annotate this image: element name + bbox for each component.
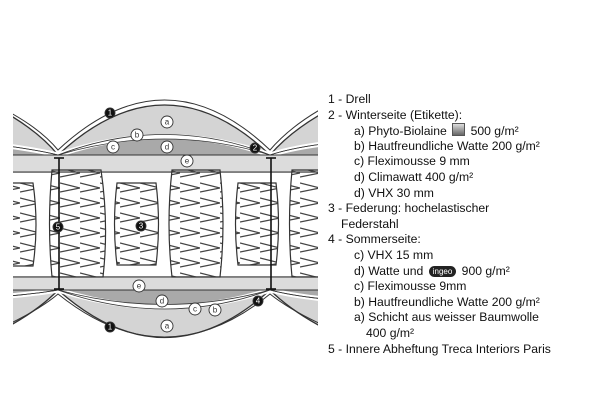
legend-text: 3 - Federung: hochelastischer: [328, 201, 490, 216]
legend-text: 2 - Winterseite (Etikette):: [328, 107, 463, 122]
spring-pocket: [48, 169, 107, 278]
marker-label: 2: [253, 144, 258, 153]
marker-label: 4: [256, 297, 261, 306]
legend-item: a) Phyto-Biolaine 500 g/m²: [328, 123, 551, 139]
sublayer-marker-e: e: [132, 279, 146, 293]
legend-text: d) Watte und: [354, 263, 427, 278]
layer-marker-4: 4: [252, 295, 264, 307]
legend-text: b) Hautfreundliche Watte 200 g/m²: [354, 138, 540, 153]
spring-pocket: [168, 169, 224, 278]
sublayer-marker-a: a: [160, 115, 174, 129]
legend-text: a) Schicht aus weisser Baumwolle: [354, 310, 539, 325]
marker-label: a: [165, 322, 170, 331]
diagram-markers: 1 2 3 4 5 1 a b c d e e d c b a: [52, 107, 264, 333]
layer-marker-1: 1: [104, 321, 116, 333]
marker-label: 1: [108, 323, 113, 332]
legend-item: 5 - Innere Abheftung Treca Interiors Par…: [328, 342, 551, 358]
legend-item: 2 - Winterseite (Etikette):: [328, 108, 551, 124]
legend-item: d) Watte und ingeo 900 g/m²: [328, 264, 551, 280]
sublayer-marker-c: c: [106, 140, 120, 154]
layer-marker-1: 1: [104, 107, 116, 119]
spring-pocket: [13, 182, 37, 267]
marker-label: a: [165, 118, 170, 127]
legend-text: 5 - Innere Abheftung Treca Interiors Par…: [328, 341, 551, 356]
spring-pocket: [288, 169, 318, 278]
layer-marker-3: 3: [135, 220, 147, 232]
pocket-springs: [13, 169, 318, 278]
legend-text: c) Fleximousse 9 mm: [354, 154, 470, 169]
legend-text: 500 g/m²: [467, 124, 519, 139]
legend-item: c) VHX 15 mm: [328, 248, 551, 264]
legend-item: b) Hautfreundliche Watte 200 g/m²: [328, 295, 551, 311]
marker-label: e: [137, 282, 142, 291]
legend-text: Federstahl: [341, 216, 399, 231]
legend-item: Federstahl: [328, 217, 551, 233]
marker-label: b: [135, 131, 140, 140]
marker-label: c: [193, 305, 197, 314]
sublayer-marker-d: d: [155, 294, 169, 308]
ingeo-logo-icon: ingeo: [428, 265, 457, 277]
legend-text: d) Climawatt 400 g/m²: [354, 169, 474, 184]
legend-text: d) VHX 30 mm: [354, 185, 434, 200]
phyto-biolaine-logo-icon: [452, 123, 466, 137]
sublayer-marker-c: c: [188, 302, 202, 316]
legend-item: a) Schicht aus weisser Baumwolle: [328, 310, 551, 326]
legend-text: 900 g/m²: [458, 263, 510, 278]
marker-label: c: [111, 143, 115, 152]
legend-text: c) Fleximousse 9mm: [354, 279, 467, 294]
legend-text: 1 - Drell: [328, 92, 371, 106]
sublayer-marker-b: b: [208, 303, 222, 317]
marker-label: 1: [108, 109, 113, 118]
legend-text: 4 - Sommerseite:: [328, 232, 421, 247]
layer-marker-2: 2: [249, 142, 261, 154]
legend-item: d) VHX 30 mm: [328, 186, 551, 202]
legend-item: 4 - Sommerseite:: [328, 232, 551, 248]
legend-item: 3 - Federung: hochelastischer: [328, 201, 551, 217]
legend-item: 400 g/m²: [328, 326, 551, 342]
legend-text: a) Phyto-Biolaine: [354, 124, 451, 139]
marker-label: d: [160, 297, 164, 306]
legend-item: d) Climawatt 400 g/m²: [328, 170, 551, 186]
spring-pocket: [234, 182, 280, 266]
sublayer-marker-b: b: [130, 128, 144, 142]
legend-item: b) Hautfreundliche Watte 200 g/m²: [328, 139, 551, 155]
top-quilt-layers: [13, 99, 318, 173]
legend-text: c) VHX 15 mm: [354, 247, 434, 262]
marker-label: d: [165, 143, 169, 152]
legend-text: 400 g/m²: [366, 325, 415, 340]
marker-label: e: [185, 157, 190, 166]
sublayer-marker-e: e: [180, 154, 194, 168]
layer-marker-5: 5: [52, 221, 64, 233]
legend-item: c) Fleximousse 9 mm: [328, 154, 551, 170]
sublayer-marker-a: a: [160, 319, 174, 333]
marker-label: 5: [56, 223, 61, 232]
legend-item: 1 - Drell: [328, 92, 551, 108]
marker-label: b: [213, 306, 218, 315]
legend-item: c) Fleximousse 9mm: [328, 279, 551, 295]
marker-label: 3: [139, 222, 144, 231]
sublayer-marker-d: d: [160, 140, 174, 154]
bottom-quilt-layers: [13, 276, 318, 338]
legend-text: b) Hautfreundliche Watte 200 g/m²: [354, 294, 540, 309]
